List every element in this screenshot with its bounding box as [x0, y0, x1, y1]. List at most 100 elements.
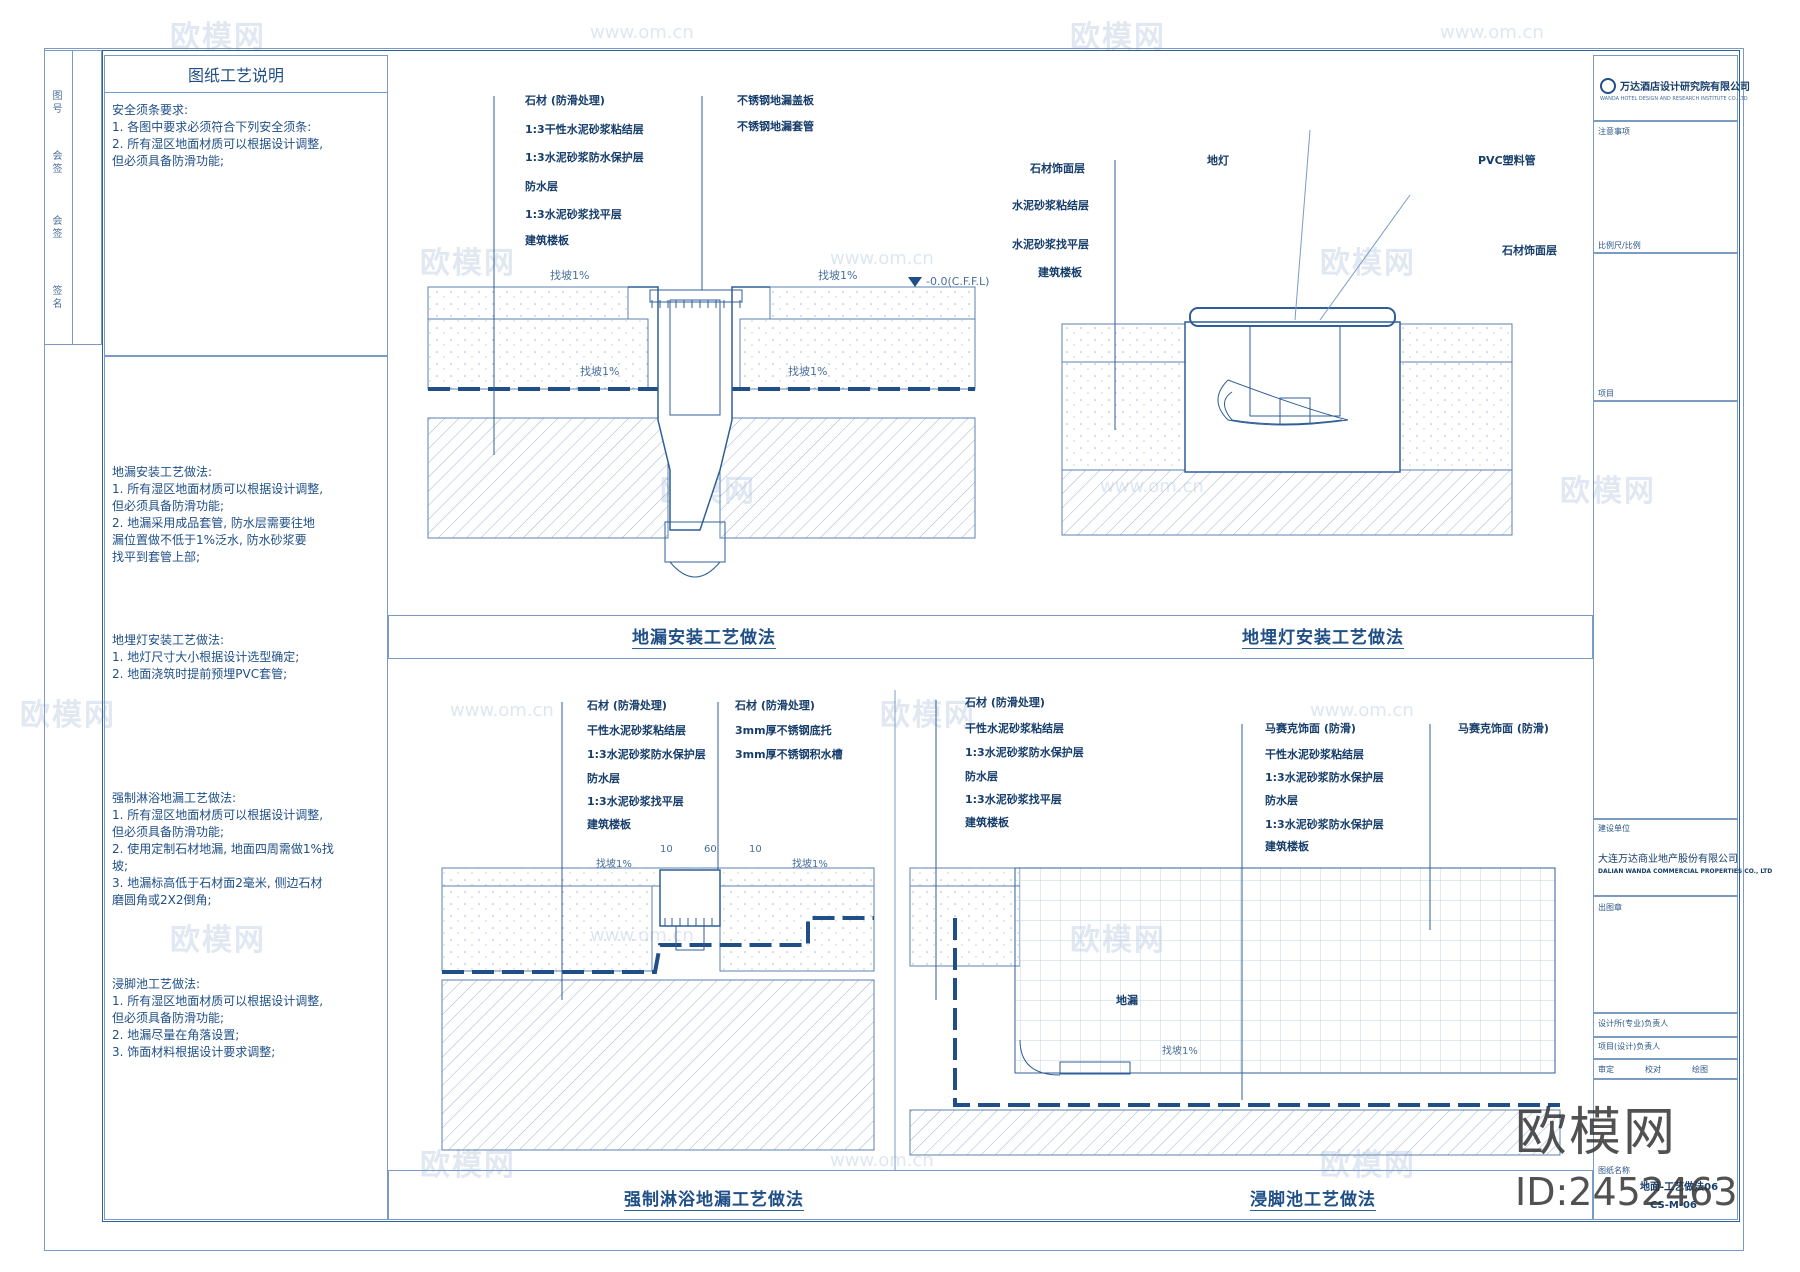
light-label: 水泥砂浆粘结层 [1012, 199, 1089, 212]
light-label: 建筑楼板 [1038, 266, 1082, 279]
drawing-name: 地面-工艺做法06 [1640, 1182, 1719, 1193]
light-label: 石材饰面层 [1030, 162, 1085, 175]
footbath-label: 建筑楼板 [1265, 840, 1309, 853]
shower-notes: 强制淋浴地漏工艺做法: 1. 所有湿区地面材质可以根据设计调整, 但必须具备防滑… [112, 791, 334, 907]
review-label: 绘图 [1692, 1065, 1708, 1074]
drawing-name-label: 图纸名称 [1598, 1166, 1630, 1175]
shower-label: 建筑楼板 [587, 818, 631, 831]
footbath-label: 1:3水泥砂浆找平层 [965, 793, 1062, 806]
title-block [1593, 55, 1738, 1220]
shower-dim: 10 [749, 844, 762, 855]
footbath-label: 马赛克饰面 (防滑) [1265, 722, 1356, 735]
director-label: 设计所(专业)负责人 [1598, 1019, 1669, 1028]
footbath-label: 1:3水泥砂浆防水保护层 [1265, 771, 1384, 784]
watermark-brand: 欧模网 [1320, 246, 1416, 281]
footbath-label: 1:3水泥砂浆防水保护层 [965, 746, 1084, 759]
shower-slope-label: 找坡1% [792, 859, 828, 870]
top-panel-titlebar [388, 615, 1593, 659]
floor-drain-notes: 地漏安装工艺做法: 1. 所有湿区地面材质可以根据设计调整, 但必须具备防滑功能… [112, 465, 324, 564]
floor-light-section [1061, 129, 1513, 536]
client-name: 大连万达商业地产股份有限公司 [1598, 854, 1738, 865]
drain-slope-label: 找坡1% [580, 365, 620, 378]
shower-label: 干性水泥砂浆粘结层 [587, 724, 686, 737]
client-name-en: DALIAN WANDA COMMERCIAL PROPERTIES CO., … [1598, 868, 1773, 875]
drain-label: 建筑楼板 [525, 234, 569, 247]
company-name: 万达酒店设计研究院有限公司 [1620, 82, 1750, 93]
shower-label: 石材 (防滑处理) [587, 699, 667, 712]
shower-panel-title: 强制淋浴地漏工艺做法 [624, 1185, 804, 1211]
drain-label: 防水层 [525, 180, 558, 193]
tab-label: 签 名 [50, 285, 61, 309]
watermark-brand: 欧模网 [20, 698, 116, 733]
shower-label: 防水层 [587, 772, 620, 785]
tab-label: 会 签 [50, 215, 61, 239]
shower-drain-section [441, 702, 875, 1151]
notes-label: 注意事项 [1598, 127, 1630, 136]
footbath-panel-title: 浸脚池工艺做法 [1250, 1185, 1376, 1211]
scale-label: 比例尺/比例 [1598, 241, 1641, 250]
floor-light-notes: 地埋灯安装工艺做法: 1. 地灯尺寸大小根据设计选型确定; 2. 地面浇筑时提前… [112, 633, 300, 681]
watermark-brand: 欧模网 [1560, 474, 1656, 509]
light-pvc-label: PVC塑料管 [1478, 154, 1536, 167]
issue-stamp-label: 出图章 [1598, 903, 1622, 912]
shower-dim: 10 [660, 844, 673, 855]
footbath-label: 1:3水泥砂浆防水保护层 [1265, 818, 1384, 831]
watermark-url: www.om.cn [830, 1150, 934, 1171]
watermark-logo: 欧模网 [1515, 1103, 1678, 1163]
review-label: 校对 [1645, 1065, 1661, 1074]
review-label: 审定 [1598, 1065, 1614, 1074]
footbath-label: 干性水泥砂浆粘结层 [965, 722, 1064, 735]
company-name-en: WANDA HOTEL DESIGN AND RESEARCH INSTITUT… [1600, 96, 1748, 102]
pm-label: 项目(设计)负责人 [1598, 1042, 1661, 1051]
watermark-url: www.om.cn [450, 700, 554, 721]
drain-label: 1:3水泥砂浆防水保护层 [525, 151, 644, 164]
light-panel-title: 地埋灯安装工艺做法 [1242, 623, 1404, 649]
shower-label: 石材 (防滑处理) [735, 699, 815, 712]
drain-slope-label: 找坡1% [550, 269, 590, 282]
footbath-section [894, 690, 1561, 1170]
tab-label: 会 签 [50, 150, 61, 174]
drain-label: 不锈钢地漏套管 [737, 120, 814, 133]
watermark-brand: 欧模网 [170, 20, 266, 55]
watermark-brand: 欧模网 [170, 923, 266, 958]
bottom-panel-titlebar [388, 1170, 1593, 1220]
light-stone-label: 石材饰面层 [1502, 244, 1557, 257]
footbath-slope-label: 找坡1% [1162, 1046, 1198, 1057]
footbath-label: 干性水泥砂浆粘结层 [1265, 748, 1364, 761]
watermark-brand: 欧模网 [420, 246, 516, 281]
drain-slope-label: 找坡1% [788, 365, 828, 378]
watermark-url: www.om.cn [830, 248, 934, 269]
inner-frame [102, 50, 1740, 1222]
shower-label: 3mm厚不锈钢积水槽 [735, 748, 843, 761]
footbath-notes: 浸脚池工艺做法: 1. 所有湿区地面材质可以根据设计调整, 但必须具备防滑功能;… [112, 977, 324, 1059]
watermark-brand: 欧模网 [880, 698, 976, 733]
shower-label: 1:3水泥砂浆防水保护层 [587, 748, 706, 761]
drawing-number: CS-M-06 [1650, 1200, 1697, 1211]
footbath-label: 石材 (防滑处理) [965, 696, 1045, 709]
footbath-drain-label: 地漏 [1116, 994, 1138, 1007]
watermark-url: www.om.cn [1310, 700, 1414, 721]
shower-dim: 60 [704, 844, 717, 855]
drain-slope-label: 找坡1% [818, 269, 858, 282]
drain-label: 1:3水泥砂浆找平层 [525, 208, 622, 221]
notes-heading: 图纸工艺说明 [188, 66, 285, 85]
footbath-label: 马赛克饰面 (防滑) [1458, 722, 1549, 735]
shower-label: 3mm厚不锈钢底托 [735, 724, 832, 737]
shower-label: 1:3水泥砂浆找平层 [587, 795, 684, 808]
watermark-brand: 欧模网 [420, 1148, 516, 1183]
watermark-brand: 欧模网 [1070, 20, 1166, 55]
client-label: 建设单位 [1598, 824, 1630, 833]
drain-label: 不锈钢地漏盖板 [737, 94, 814, 107]
safety-notes: 安全须条要求: 1. 各图中要求必须符合下列安全须条: 2. 所有湿区地面材质可… [112, 103, 324, 168]
outer-frame [44, 48, 1744, 1251]
drain-label: 石材 (防滑处理) [525, 94, 605, 107]
footbath-label: 防水层 [1265, 794, 1298, 807]
watermark-url: www.om.cn [1440, 22, 1544, 43]
drain-panel-title: 地漏安装工艺做法 [632, 623, 776, 649]
footbath-label: 防水层 [965, 770, 998, 783]
drain-level-mark: -0.0(C.F.F.L) [926, 275, 990, 288]
drain-label: 1:3干性水泥砂浆粘结层 [525, 123, 644, 136]
light-lamp-label: 地灯 [1207, 154, 1229, 167]
shower-slope-label: 找坡1% [596, 859, 632, 870]
